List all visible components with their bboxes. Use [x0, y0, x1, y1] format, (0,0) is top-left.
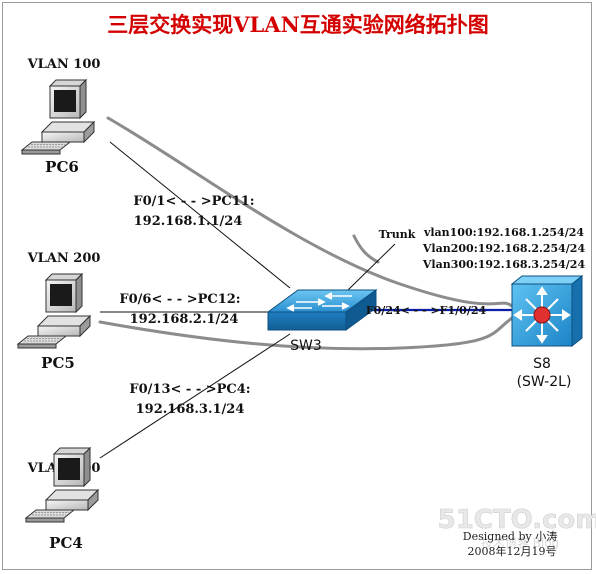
sw3-switch: SW3 [266, 289, 378, 354]
pc6-name: PC6 [45, 158, 79, 176]
computer-icon [25, 447, 99, 523]
svi-list: vlan100:192.168.1.254/24 Vlan200:192.168… [422, 226, 586, 271]
sw3-name: SW3 [290, 338, 322, 354]
pc6-computer: VLAN 100 PC6 [21, 57, 101, 176]
watermark-sub: 技术博客 Blog [481, 535, 559, 550]
watermark: 51CTO.com 技术博客 Blog [437, 505, 596, 550]
pc5-vlan-label: VLAN 200 [27, 251, 101, 266]
pc5-name: PC5 [41, 354, 75, 372]
cable-layer [98, 116, 514, 351]
s8-name: S8 [533, 356, 551, 372]
pc4-computer: VLAN 300 PC4 [25, 447, 100, 552]
link2-ip: 192.168.2.1/24 [130, 312, 239, 327]
pc6-vlan-label: VLAN 100 [27, 57, 101, 72]
credit-designed-by: Designed by 小涛 [463, 529, 557, 543]
cable-pc6-s8 [106, 116, 514, 308]
link-trunk-pointer [345, 243, 396, 293]
link-pc4-sw3 [99, 333, 291, 459]
cable-trunk-curve [352, 234, 380, 264]
link2-ports: F0/6< - - >PC12: [119, 292, 240, 307]
svi-vlan100: vlan100:192.168.1.254/24 [423, 226, 584, 239]
svi-vlan200: Vlan200:192.168.2.254/24 [422, 242, 586, 255]
cable-pc5-s8 [98, 316, 514, 351]
link-labels: F0/1< - - >PC11: 192.168.1.1/24 F0/6< - … [119, 194, 254, 417]
trunk-label: Trunk [379, 228, 416, 241]
link3-ports: F0/13< - - >PC4: [129, 382, 250, 397]
link1-ports: F0/1< - - >PC11: [133, 194, 254, 209]
link1-ip: 192.168.1.1/24 [134, 214, 243, 229]
computer-icon [21, 79, 95, 155]
credit-date: 2008年12月19号 [468, 544, 557, 558]
pc4-name: PC4 [49, 534, 83, 552]
diagram-frame [2, 2, 592, 570]
s8-switch: S8 (SW-2L) [510, 274, 584, 390]
link3-ip: 192.168.3.1/24 [136, 402, 245, 417]
trunk-ports-label: F0/24< - - >F1/0/24 [366, 304, 487, 317]
diagram-title: 三层交换实现VLAN互通实验网络拓扑图 [107, 12, 489, 37]
svi-vlan300: Vlan300:192.168.3.254/24 [422, 258, 586, 271]
pc5-computer: VLAN 200 PC5 [17, 251, 101, 372]
computer-icon [17, 273, 91, 349]
link-pc6-sw3 [109, 141, 291, 289]
watermark-text: 51CTO.com [438, 505, 596, 535]
s8-subtitle: (SW-2L) [517, 374, 572, 390]
link-layer [99, 141, 396, 459]
